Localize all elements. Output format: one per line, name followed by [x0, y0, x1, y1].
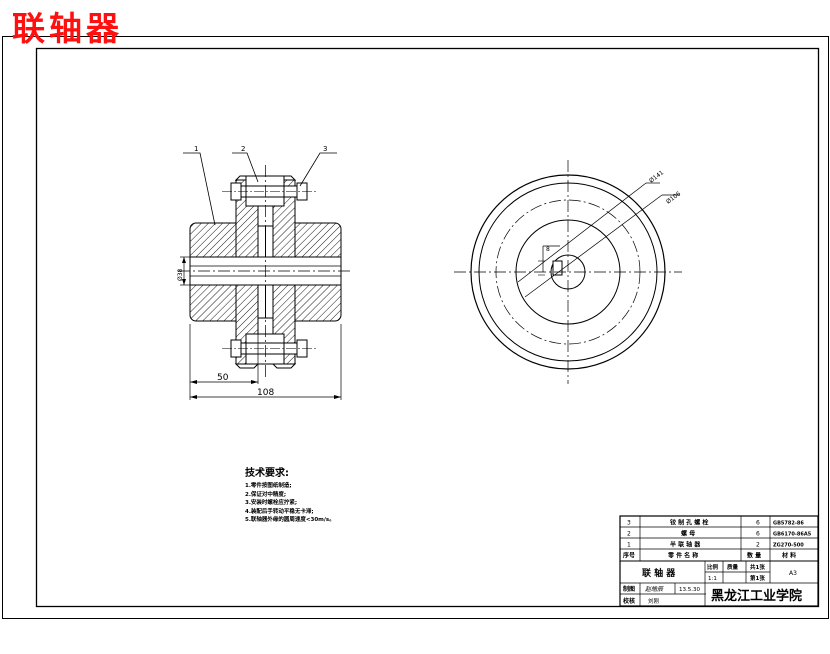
tech-req-item: 1.零件按图纸制造;	[245, 483, 292, 489]
dim-outer-dia: Ø141	[648, 169, 665, 184]
sheet-number: 第1张	[750, 574, 765, 582]
parts-row-qty: 6	[756, 520, 760, 527]
part-label-2: 2	[241, 145, 245, 153]
parts-header-material: 材 料	[781, 552, 796, 560]
dim-flange-dia: Ø106	[665, 190, 682, 205]
parts-header-qty: 数 量	[747, 552, 761, 560]
mass-label: 质量	[727, 563, 739, 571]
parts-header-no: 序号	[622, 552, 635, 560]
inner-border	[35, 47, 820, 608]
parts-row-material: ZG270-500	[773, 543, 804, 549]
tech-req-item: 5.联轴器外缘的圆周速度<30m/s。	[245, 517, 335, 523]
tech-req-title: 技术要求:	[245, 468, 289, 479]
side-view	[454, 160, 682, 384]
scale-value: 1:1	[708, 576, 717, 582]
parts-row-qty: 2	[756, 542, 760, 549]
tech-req-item: 2.保证对中精度;	[245, 491, 287, 498]
drawn-label: 制图	[623, 585, 635, 593]
paper-size: A3	[789, 570, 797, 577]
drawing-date: 13.5.30	[679, 587, 700, 593]
dim-overall-length: 108	[257, 388, 274, 398]
parts-row-no: 2	[627, 531, 631, 538]
dim-key-width: 8	[546, 246, 550, 253]
tech-req-item: 3.安装时螺栓应拧紧;	[245, 500, 298, 506]
part-label-3: 3	[323, 145, 327, 153]
parts-row-name: 铰 制 孔 螺 栓	[670, 519, 708, 527]
scale-label: 比例	[707, 563, 719, 571]
part-label-1: 1	[194, 145, 198, 153]
drawn-by: 赵皓辰	[645, 585, 664, 593]
parts-row-name: 半 联 轴 器	[670, 541, 701, 549]
technical-requirements: 技术要求: 1.零件按图纸制造; 2.保证对中精度; 3.安装时螺栓应拧紧; 4…	[245, 464, 335, 525]
drawing-name: 联 轴 器	[642, 567, 676, 579]
keyway	[552, 260, 563, 276]
checked-label: 校核	[623, 597, 635, 605]
dim-bore: Ø38	[177, 268, 184, 281]
parts-header-name: 零 件 名 称	[667, 552, 698, 560]
drawing-heading: 联轴器	[12, 9, 123, 48]
section-view	[178, 152, 352, 400]
sheets-total: 共1张	[750, 563, 765, 571]
tech-req-item: 4.装配后手转动平稳无卡滞;	[245, 508, 314, 515]
parts-row-material: GB6170-86A5	[773, 532, 812, 538]
parts-row-name: 螺 母	[681, 530, 695, 538]
parts-row-no: 1	[627, 542, 631, 549]
school-name: 黑龙江工业学院	[711, 588, 802, 604]
parts-row-no: 3	[627, 520, 631, 527]
parts-row-material: GB5782-86	[773, 521, 804, 527]
dim-hub-length: 50	[217, 373, 229, 383]
parts-row-qty: 6	[756, 531, 760, 538]
checked-by: 刘刚	[648, 597, 660, 605]
title-block-grid	[619, 515, 819, 607]
outer-border	[2, 36, 829, 619]
